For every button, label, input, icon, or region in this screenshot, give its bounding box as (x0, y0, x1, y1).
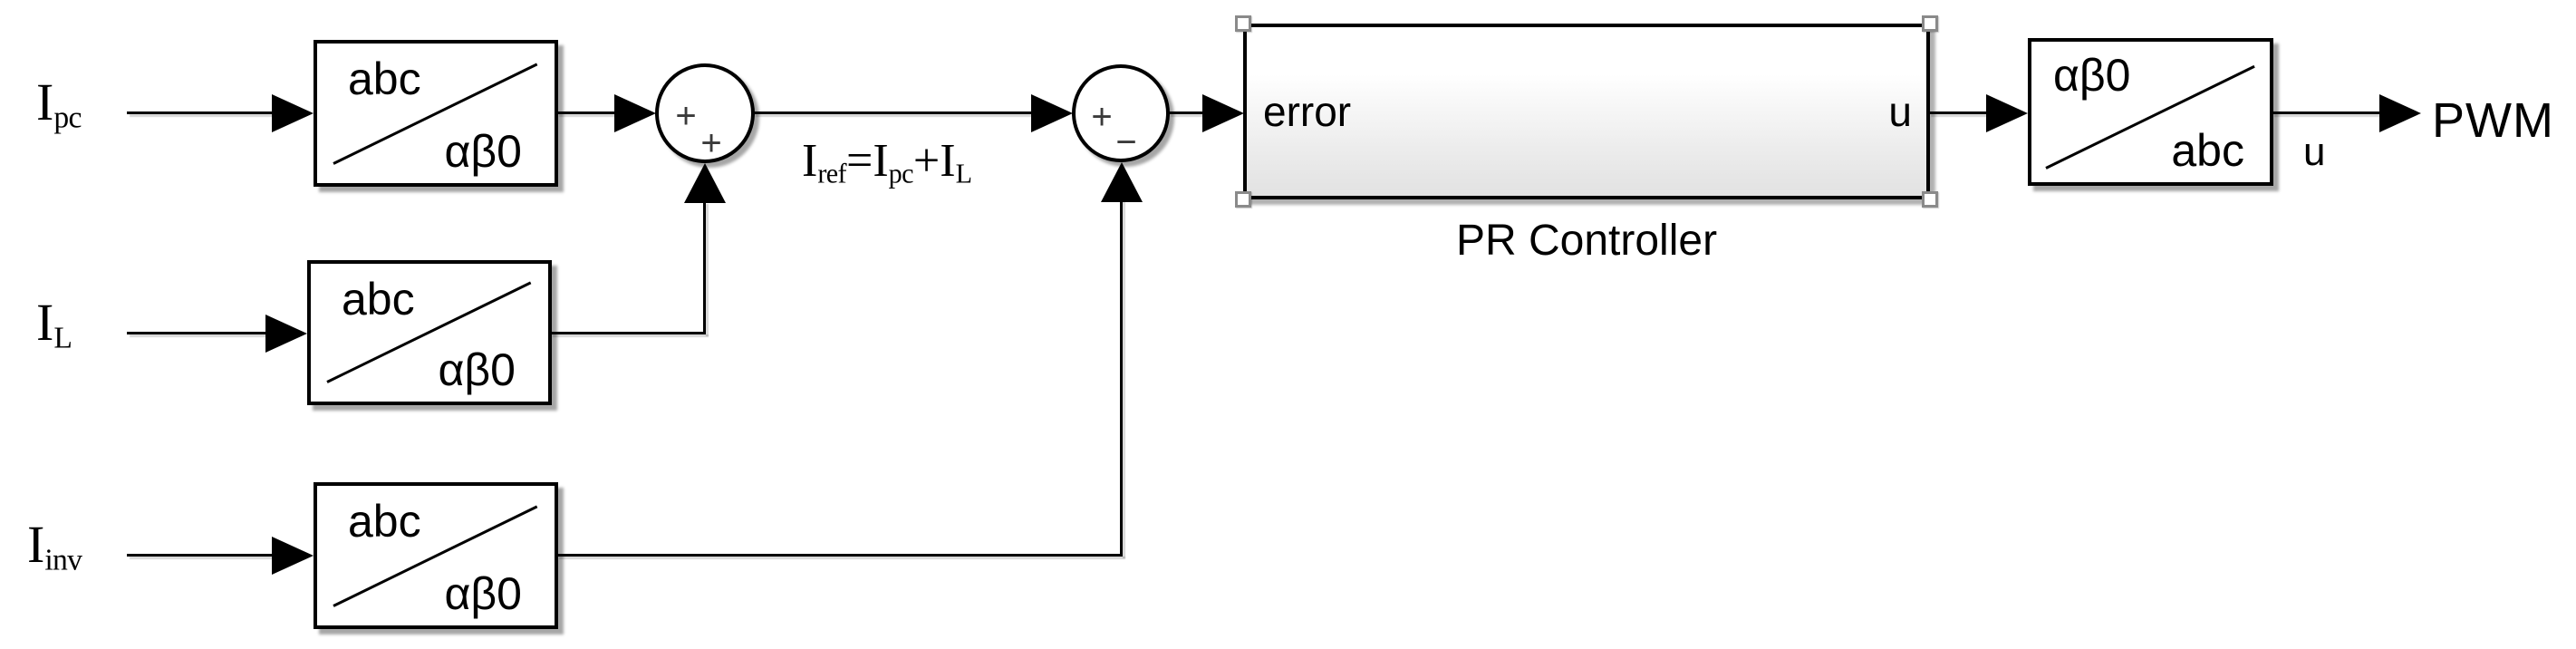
selection-handle-nw[interactable] (1235, 15, 1251, 32)
wire-arrowhead-icon (1101, 162, 1143, 202)
wire-ipc-input[interactable] (127, 111, 274, 114)
clarke-transform-block-il[interactable]: abc αβ0 (307, 260, 552, 405)
wire-arrowhead-icon (272, 94, 314, 132)
pr-controller-block[interactable]: error u (1243, 24, 1930, 199)
output-label-pwm[interactable]: PWM (2432, 93, 2554, 148)
minus-sign: − (1115, 122, 1137, 162)
input-label-iinv[interactable]: Iinv (27, 515, 82, 577)
wire-pr-to-inverse-clarke[interactable] (1928, 111, 1988, 114)
selection-handle-sw[interactable] (1235, 191, 1251, 208)
wire-sum2-to-pr[interactable] (1168, 111, 1209, 114)
wire-il-input[interactable] (127, 332, 267, 334)
block-domain-label-bottom: αβ0 (444, 126, 522, 177)
wire-arrowhead-icon (265, 315, 307, 353)
selection-handle-se[interactable] (1922, 191, 1938, 208)
block-domain-label-top: abc (348, 496, 421, 547)
wire-arrowhead-icon (2379, 94, 2421, 132)
block-domain-label-top: abc (348, 53, 421, 104)
block-domain-label-bottom: αβ0 (438, 344, 516, 395)
pr-controller-name-label[interactable]: PR Controller (1455, 217, 1718, 265)
wire-il-to-sum1-vertical[interactable] (703, 201, 706, 334)
wire-block1-to-sum1[interactable] (556, 111, 616, 114)
wire-arrowhead-icon (1986, 94, 2028, 132)
pr-output-port-label: u (1888, 88, 1912, 135)
clarke-transform-block-iinv[interactable]: abc αβ0 (314, 482, 558, 629)
sum-junction-2[interactable]: + − (1072, 64, 1170, 162)
block-domain-label-bottom: abc (2171, 125, 2244, 176)
wire-block2-output[interactable] (550, 332, 706, 334)
wire-arrowhead-icon (684, 163, 726, 203)
clarke-transform-block-ipc[interactable]: abc αβ0 (314, 40, 558, 187)
wire-arrowhead-icon (1202, 94, 1244, 132)
block-domain-label-bottom: αβ0 (444, 568, 522, 619)
wire-block3-output[interactable] (556, 554, 1123, 557)
wire-arrowhead-icon (614, 94, 656, 132)
wire-iinv-to-sum2-vertical[interactable] (1120, 199, 1123, 556)
inverse-clarke-transform-block[interactable]: αβ0 abc (2028, 38, 2273, 186)
wire-sum1-to-sum2[interactable] (753, 111, 1033, 114)
wire-iinv-input[interactable] (127, 554, 274, 557)
wire-arrowhead-icon (1031, 94, 1073, 132)
wire-u-to-pwm[interactable] (2272, 111, 2381, 114)
selection-handle-ne[interactable] (1922, 15, 1938, 32)
input-label-il[interactable]: IL (36, 293, 72, 355)
plus-sign: + (700, 123, 722, 163)
block-domain-label-top: abc (342, 274, 415, 324)
plus-sign: + (675, 96, 697, 136)
signal-label-u[interactable]: u (2303, 130, 2326, 174)
signal-label-iref-equation[interactable]: Iref=Ipc+IL (802, 135, 972, 189)
sum-junction-1[interactable]: + + (655, 63, 755, 163)
plus-sign: + (1091, 97, 1113, 137)
block-domain-label-top: αβ0 (2053, 50, 2131, 101)
wire-arrowhead-icon (272, 537, 314, 575)
input-label-ipc[interactable]: Ipc (36, 73, 82, 135)
pr-input-port-label: error (1263, 88, 1352, 135)
